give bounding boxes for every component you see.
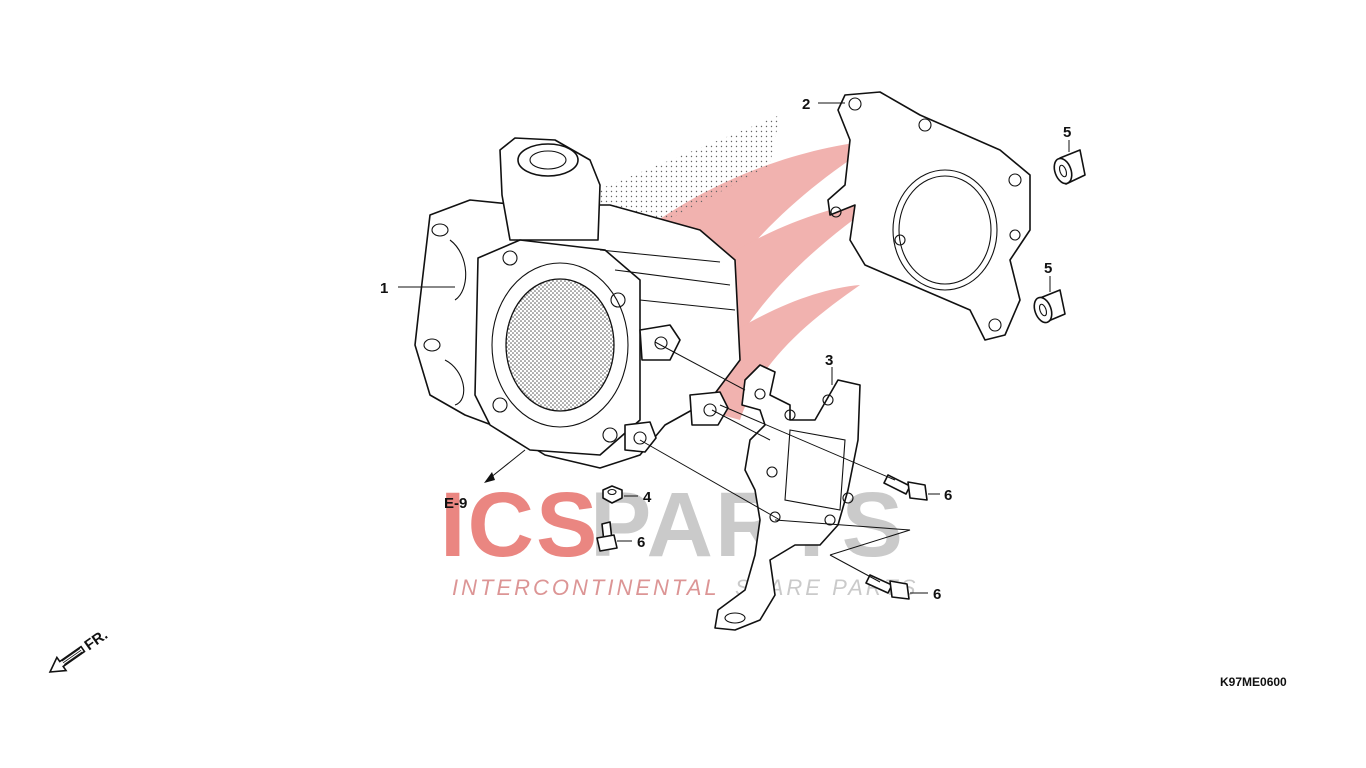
assembly-lines — [639, 341, 911, 583]
front-direction-arrow: FR. — [48, 626, 111, 673]
label-1: 1 — [380, 280, 388, 297]
label-2: 2 — [802, 96, 810, 113]
leader-lines — [398, 102, 1070, 594]
label-6-left: 6 — [637, 534, 645, 551]
reference-label: E-9 — [444, 495, 467, 512]
bolt-part-6-mid — [883, 474, 928, 501]
nut-part-4 — [602, 485, 623, 504]
gasket-part-2 — [827, 91, 1031, 341]
front-direction-label: FR. — [81, 626, 111, 654]
label-6-mid: 6 — [944, 487, 952, 504]
watermark-tagline-left: INTERCONTINENTAL — [452, 575, 720, 600]
bolt-part-6-low — [865, 574, 910, 600]
bolt-part-6-left — [596, 521, 618, 552]
dowel-pin-part-5-bottom — [1033, 289, 1066, 324]
label-4: 4 — [643, 489, 652, 506]
watermark-brand-left: ICS — [440, 474, 599, 576]
label-5-top: 5 — [1063, 124, 1071, 141]
label-5-bottom: 5 — [1044, 260, 1052, 277]
label-3: 3 — [825, 352, 833, 369]
dowel-pin-part-5-top — [1053, 149, 1086, 185]
part-labels: 1 2 3 4 5 5 6 6 6 — [380, 96, 1071, 603]
diagram-code: K97ME0600 — [1220, 675, 1287, 689]
cylinder-part-1 — [414, 137, 741, 469]
watermark-brand-right: PARTS — [590, 474, 905, 576]
label-6-low: 6 — [933, 586, 941, 603]
bracket-part-3 — [714, 364, 861, 631]
